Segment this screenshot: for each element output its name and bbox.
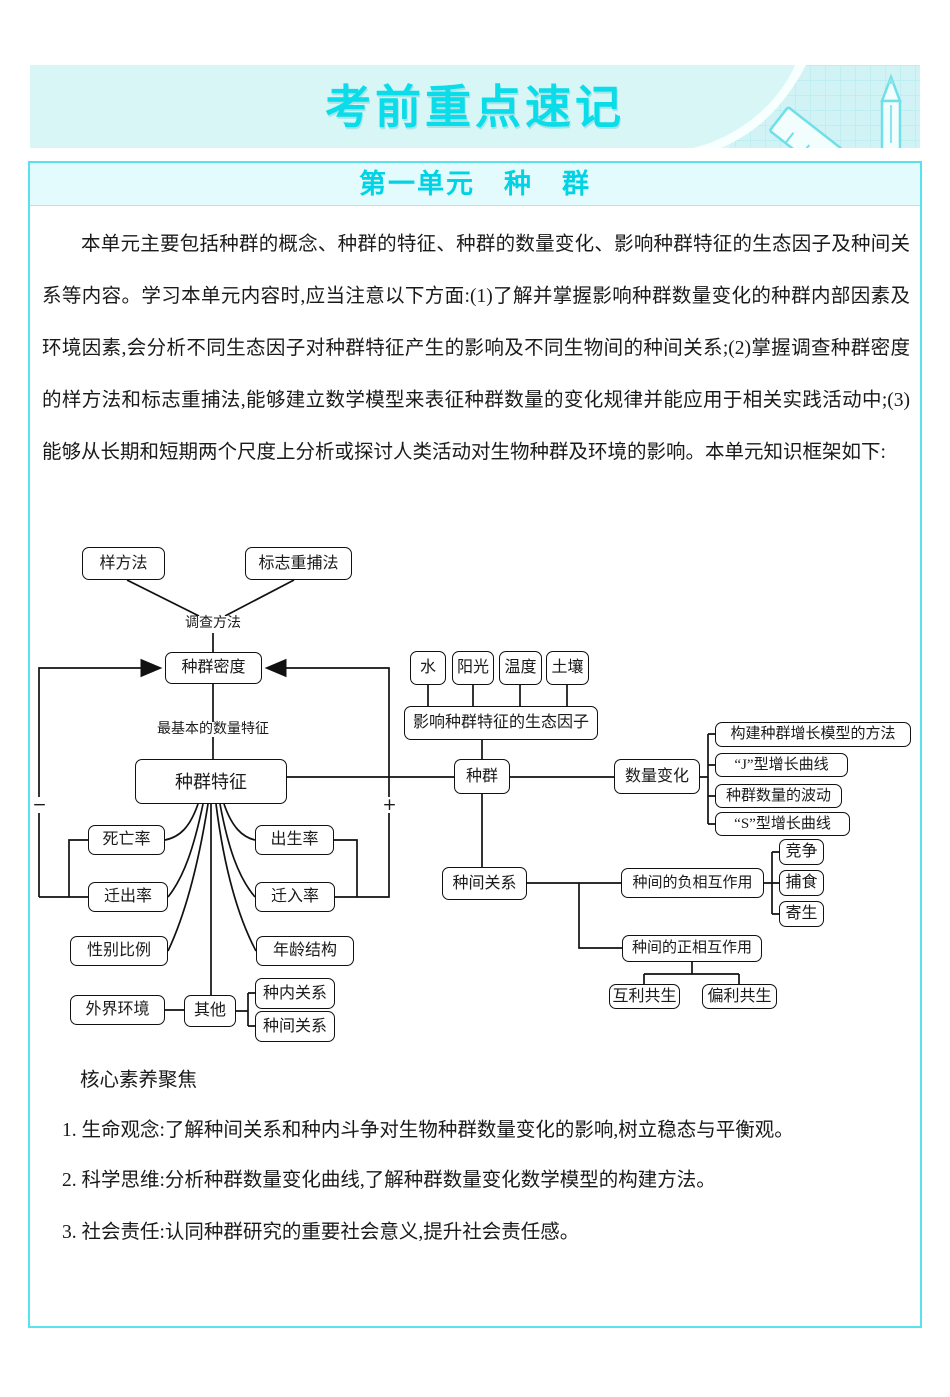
plus-sign: + xyxy=(381,795,398,815)
node-parasitism: 寄生 xyxy=(779,901,824,927)
unit-intro-paragraph: 本单元主要包括种群的概念、种群的特征、种群的数量变化、影响种群特征的生态因子及种… xyxy=(42,234,910,463)
connector-lines xyxy=(38,579,779,1027)
node-mark-recapture: 标志重捕法 xyxy=(245,547,352,580)
node-sex-ratio: 性别比例 xyxy=(70,936,168,966)
node-s-curve: “S”型增长曲线 xyxy=(715,812,850,836)
node-quadrat-method: 样方法 xyxy=(82,547,165,580)
node-intraspecific-relations: 种内关系 xyxy=(255,978,335,1009)
focus-heading: 核心素养聚焦 xyxy=(80,1070,198,1091)
node-j-curve: “J”型增长曲线 xyxy=(715,753,848,777)
page-curl xyxy=(675,65,795,148)
node-birth-rate: 出生率 xyxy=(255,825,334,855)
ruler-pencil-decoration xyxy=(675,65,920,148)
focus-item-3: 3. 社会责任:认同种群研究的重要社会意义,提升社会责任感。 xyxy=(30,1215,920,1244)
label-survey-methods: 调查方法 xyxy=(178,616,248,631)
focus-item-2: 2. 科学思维:分析种群数量变化曲线,了解种群数量变化数学模型的构建方法。 xyxy=(30,1163,920,1192)
focus-item-label: 生命观念: xyxy=(81,1120,165,1141)
focus-item-number: 3. xyxy=(62,1222,82,1243)
focus-item-text: 认同种群研究的重要社会意义,提升社会责任感。 xyxy=(164,1222,580,1243)
node-interspecific-relations: 种间关系 xyxy=(442,867,527,900)
node-mutualism: 互利共生 xyxy=(609,984,680,1009)
node-emigration-rate: 迁出率 xyxy=(88,882,168,912)
node-age-structure: 年龄结构 xyxy=(256,936,354,966)
focus-item-text: 分析种群数量变化曲线,了解种群数量变化数学模型的构建方法。 xyxy=(164,1170,716,1191)
minus-sign: − xyxy=(32,795,47,815)
focus-item-text: 了解种间关系和种内斗争对生物种群数量变化的影响,树立稳态与平衡观。 xyxy=(164,1120,794,1141)
node-immigration-rate: 迁入率 xyxy=(255,882,335,912)
node-population: 种群 xyxy=(454,759,510,794)
node-commensalism: 偏利共生 xyxy=(702,984,777,1009)
node-ecological-factors: 影响种群特征的生态因子 xyxy=(404,706,598,740)
node-interspecific-relations-small: 种间关系 xyxy=(255,1011,335,1042)
node-death-rate: 死亡率 xyxy=(88,825,165,855)
node-sunlight: 阳光 xyxy=(452,651,494,685)
focus-item-1: 1. 生命观念:了解种间关系和种内斗争对生物种群数量变化的影响,树立稳态与平衡观… xyxy=(30,1113,920,1142)
node-water: 水 xyxy=(410,651,446,685)
knowledge-framework-diagram: 样方法 标志重捕法 调查方法 种群密度 最基本的数量特征 种群特征 − + 死亡… xyxy=(32,537,922,1052)
focus-item-number: 1. xyxy=(62,1120,82,1141)
label-most-basic-feature: 最基本的数量特征 xyxy=(148,722,278,737)
page-title: 考前重点速记 xyxy=(325,81,625,133)
node-quantity-fluctuation: 种群数量的波动 xyxy=(715,784,842,808)
unit-title-bar: 第一单元 种 群 xyxy=(30,163,920,206)
node-positive-interaction: 种间的正相互作用 xyxy=(622,935,762,962)
pencil-icon xyxy=(880,73,902,148)
node-population-features: 种群特征 xyxy=(135,759,287,804)
node-temperature: 温度 xyxy=(499,651,542,685)
focus-item-label: 社会责任: xyxy=(81,1222,165,1243)
node-negative-interaction: 种间的负相互作用 xyxy=(621,868,764,898)
node-other: 其他 xyxy=(184,995,236,1027)
node-quantity-change: 数量变化 xyxy=(614,759,700,794)
unit-content-box: 第一单元 种 群 本单元主要包括种群的概念、种群的特征、种群的数量变化、影响种群… xyxy=(28,161,922,1328)
node-growth-model-method: 构建种群增长模型的方法 xyxy=(715,722,911,747)
ruler-icon xyxy=(769,106,907,148)
node-population-density: 种群密度 xyxy=(165,652,262,684)
node-soil: 土壤 xyxy=(546,651,589,685)
focus-item-number: 2. xyxy=(62,1170,82,1191)
node-predation: 捕食 xyxy=(779,870,824,896)
focus-item-label: 科学思维: xyxy=(81,1170,165,1191)
header-banner: 考前重点速记 xyxy=(30,65,920,148)
node-competition: 竞争 xyxy=(779,839,824,865)
node-external-environment: 外界环境 xyxy=(70,995,165,1025)
unit-title: 第一单元 种 群 xyxy=(359,169,591,199)
